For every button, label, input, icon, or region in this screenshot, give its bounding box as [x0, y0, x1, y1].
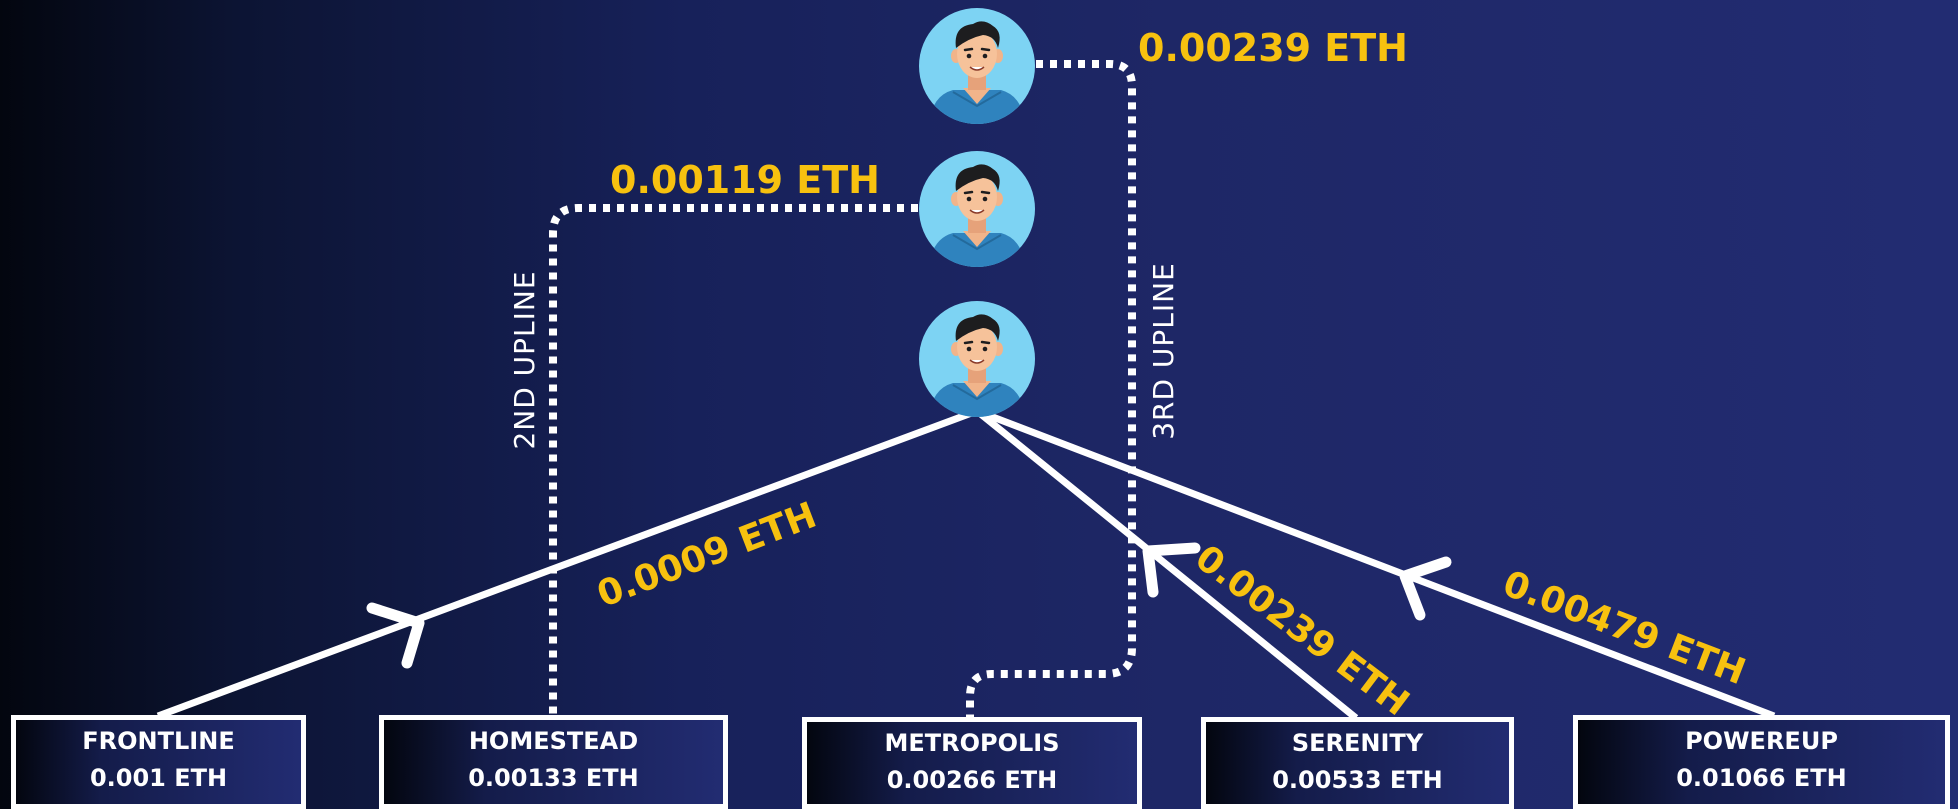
- third-upline-label: 3RD UPLINE: [1147, 262, 1180, 440]
- metropolis-node: METROPOLIS 0.00266 ETH: [802, 717, 1142, 809]
- member-avatar: [919, 301, 1035, 419]
- serenity-node: SERENITY 0.00533 ETH: [1201, 717, 1514, 809]
- frontline-edge: [156, 407, 979, 720]
- serenity-edge-arrow: [1142, 542, 1201, 598]
- metropolis-node-amount: 0.00266 ETH: [886, 766, 1058, 794]
- top-upline-amount: 0.00239 ETH: [1138, 26, 1408, 70]
- metropolis-node-name: METROPOLIS: [884, 729, 1060, 757]
- frontline-node-amount: 0.001 ETH: [89, 764, 228, 792]
- top-upline-avatar: [919, 8, 1035, 126]
- second-upline-amount: 0.00119 ETH: [610, 158, 880, 202]
- second-upline-label: 2ND UPLINE: [508, 270, 541, 449]
- powereup-edge: [975, 407, 1776, 720]
- powereup-edge-arrow: [1399, 556, 1452, 621]
- frontline-node-name: FRONTLINE: [82, 727, 235, 755]
- frontline-node: FRONTLINE 0.001 ETH: [11, 715, 306, 809]
- top-upline-dotted-connector: [966, 60, 1136, 717]
- powereup-node-amount: 0.01066 ETH: [1676, 764, 1847, 792]
- powereup-node-name: POWEREUP: [1685, 727, 1838, 755]
- serenity-edge: [974, 408, 1359, 721]
- serenity-node-amount: 0.00533 ETH: [1272, 766, 1443, 794]
- serenity-node-name: SERENITY: [1291, 729, 1424, 757]
- powereup-node: POWEREUP 0.01066 ETH: [1573, 715, 1950, 809]
- frontline-edge-arrow: [366, 602, 425, 669]
- homestead-node-name: HOMESTEAD: [468, 727, 639, 755]
- homestead-node: HOMESTEAD 0.00133 ETH: [379, 715, 728, 809]
- second-upline-avatar: [919, 151, 1035, 269]
- second-upline-dotted-connector: [549, 204, 918, 716]
- homestead-node-amount: 0.00133 ETH: [468, 764, 639, 792]
